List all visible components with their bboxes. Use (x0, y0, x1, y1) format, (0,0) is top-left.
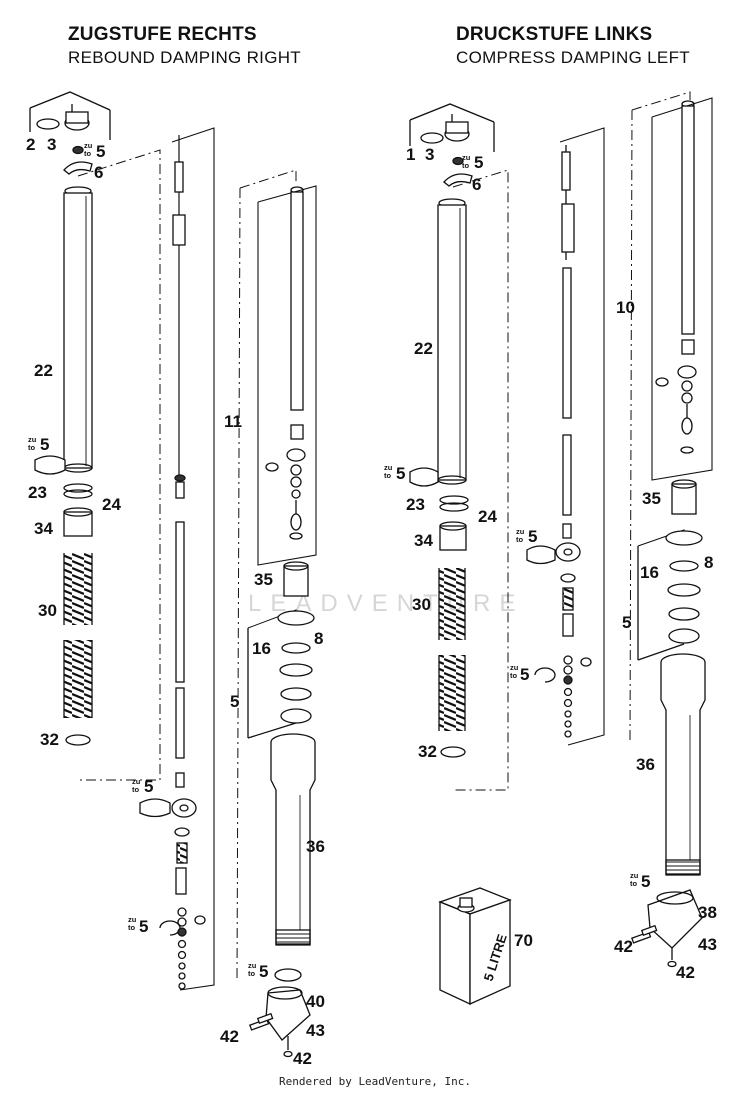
callout-43: 43 (306, 1021, 325, 1040)
to-label: to (516, 535, 523, 544)
callout-5: 5 (144, 777, 153, 796)
zu-label: zu (630, 871, 639, 880)
callout-24: 24 (102, 495, 121, 514)
right-title: DRUCKSTUFE LINKS (456, 24, 653, 45)
zu-label: zu (132, 777, 141, 786)
callout-32: 32 (40, 730, 59, 749)
callout-10: 10 (616, 298, 635, 317)
footer-credit: Rendered by LeadVenture, Inc. (278, 1075, 472, 1088)
right-subtitle: COMPRESS DAMPING LEFT (456, 48, 690, 67)
right-assembly (409, 91, 713, 1006)
callout-36: 36 (306, 837, 325, 856)
zu-label: zu (384, 463, 393, 472)
to-label: to (28, 443, 35, 452)
callouts-left: 2 3 zu to 5 6 22 zu to 5 23 24 34 30 32 … (26, 135, 325, 1068)
callout-5: 5 (622, 613, 631, 632)
callout-2: 2 (26, 135, 35, 154)
callout-34: 34 (414, 531, 433, 550)
callout-5: 5 (528, 527, 537, 546)
callout-35: 35 (254, 570, 273, 589)
callout-5: 5 (641, 872, 650, 891)
oil-can (438, 887, 512, 1006)
callout-24: 24 (478, 507, 497, 526)
callout-43: 43 (698, 935, 717, 954)
callout-22: 22 (34, 361, 53, 380)
callout-36: 36 (636, 755, 655, 774)
to-label: to (84, 149, 91, 158)
callout-40: 40 (306, 992, 325, 1011)
callout-42: 42 (293, 1049, 312, 1068)
callout-70: 70 (514, 931, 533, 950)
to-label: to (132, 785, 139, 794)
zu-label: zu (516, 527, 525, 536)
callout-5: 5 (259, 962, 268, 981)
callout-34: 34 (34, 519, 53, 538)
callout-6: 6 (94, 163, 103, 182)
callout-23: 23 (28, 483, 47, 502)
zu-label: zu (28, 435, 37, 444)
left-assembly (29, 91, 317, 1058)
callout-23: 23 (406, 495, 425, 514)
left-cap-group (29, 91, 111, 140)
to-label: to (462, 161, 469, 170)
zu-label: zu (128, 915, 137, 924)
callout-35: 35 (642, 489, 661, 508)
to-label: to (630, 879, 637, 888)
callout-16: 16 (252, 639, 271, 658)
callout-5: 5 (396, 464, 405, 483)
callout-16: 16 (640, 563, 659, 582)
callout-22: 22 (414, 339, 433, 358)
callout-3: 3 (47, 135, 56, 154)
zu-label: zu (510, 663, 519, 672)
callout-42: 42 (220, 1027, 239, 1046)
callout-32: 32 (418, 742, 437, 761)
left-outer-tube (63, 186, 93, 473)
zu-label: zu (84, 141, 93, 150)
callout-42: 42 (676, 963, 695, 982)
callout-5: 5 (230, 692, 239, 711)
to-label: to (128, 923, 135, 932)
callout-8: 8 (704, 553, 713, 572)
callout-38: 38 (698, 903, 717, 922)
callout-5: 5 (520, 665, 529, 684)
callout-42: 42 (614, 937, 633, 956)
callout-5: 5 (96, 142, 105, 161)
callout-1: 1 (406, 145, 415, 164)
callout-11: 11 (224, 412, 242, 431)
callout-5: 5 (474, 153, 483, 172)
callout-5: 5 (139, 917, 148, 936)
callouts-right: 1 3 zu to 5 6 22 zu to 5 23 24 34 30 32 … (384, 145, 717, 982)
zu-label: zu (462, 153, 471, 162)
to-label: to (384, 471, 391, 480)
left-title: ZUGSTUFE RECHTS (68, 24, 257, 45)
callout-3: 3 (425, 145, 434, 164)
to-label: to (510, 671, 517, 680)
callout-6: 6 (472, 175, 481, 194)
callout-30: 30 (38, 601, 57, 620)
callout-8: 8 (314, 629, 323, 648)
callout-30: 30 (412, 595, 431, 614)
to-label: to (248, 969, 255, 978)
left-subtitle: REBOUND DAMPING RIGHT (68, 48, 301, 67)
callout-5: 5 (40, 435, 49, 454)
zu-label: zu (248, 961, 257, 970)
